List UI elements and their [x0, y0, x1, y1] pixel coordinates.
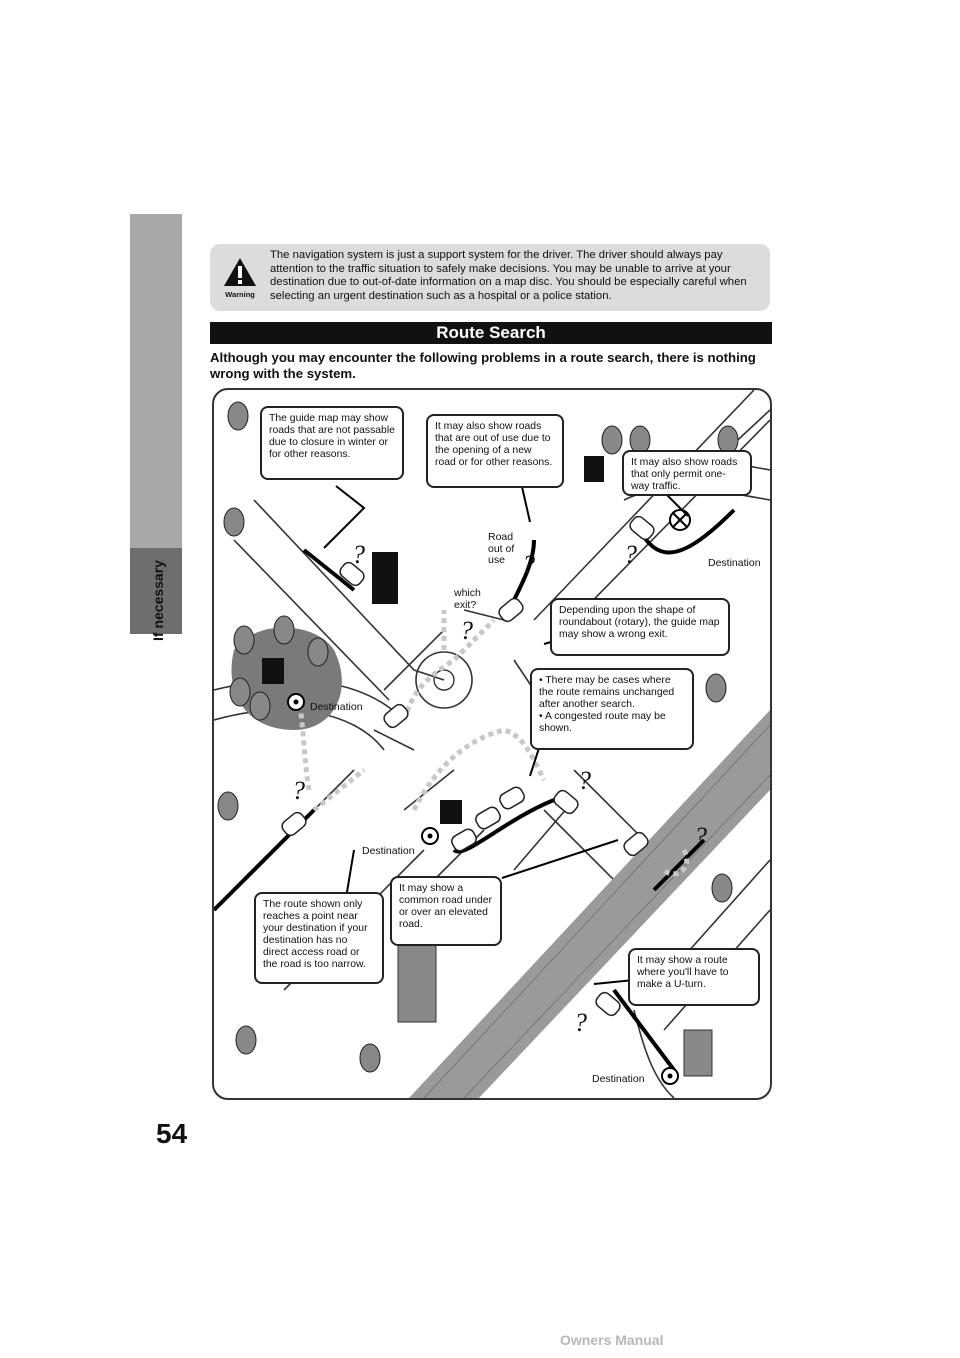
- callout-one-way: It may also show roads that only permit …: [622, 450, 752, 496]
- warning-text: The navigation system is just a support …: [270, 249, 747, 302]
- side-tab-label: If necessary: [150, 560, 166, 641]
- page-footer: Owners Manual: [560, 1332, 664, 1348]
- label-destination-oneway: Destination: [708, 557, 761, 569]
- callout-elevated: It may show a common road under or over …: [390, 876, 502, 946]
- callout-roundabout: Depending upon the shape of roundabout (…: [550, 598, 730, 656]
- question-mark: ?: [574, 1008, 587, 1037]
- question-mark: ?: [460, 616, 473, 645]
- page-number: 54: [156, 1118, 188, 1149]
- label-which-exit: which exit?: [454, 587, 481, 611]
- question-mark: ?: [694, 822, 707, 851]
- section-title: Route Search: [210, 322, 772, 344]
- section-intro: Although you may encounter the following…: [210, 350, 756, 381]
- callout-unchanged-line-2: • A congested route may be shown.: [539, 711, 666, 734]
- label-destination-uturn: Destination: [592, 1073, 645, 1085]
- map-drawing: [214, 390, 770, 1098]
- question-mark: ?: [624, 540, 637, 569]
- warning-icon-label: Warning: [225, 290, 255, 299]
- question-mark: ?: [292, 776, 305, 805]
- label-destination-park: Destination: [310, 701, 363, 713]
- warning-icon: Warning: [224, 258, 256, 299]
- question-mark: ?: [522, 550, 535, 579]
- label-destination-center: Destination: [362, 845, 415, 857]
- question-mark: ?: [352, 540, 365, 569]
- callout-near-point: The route shown only reaches a point nea…: [254, 892, 384, 984]
- callout-closed-roads: The guide map may show roads that are no…: [260, 406, 404, 480]
- callout-unchanged: • There may be cases where the route rem…: [530, 668, 694, 750]
- route-map-illustration: The guide map may show roads that are no…: [212, 388, 772, 1100]
- label-road-out-of-use: Road out of use: [488, 531, 515, 566]
- callout-unchanged-line-1: • There may be cases where the route rem…: [539, 675, 675, 710]
- warning-box: Warning The navigation system is just a …: [210, 244, 770, 311]
- callout-uturn: It may show a route where you'll have to…: [628, 948, 760, 1006]
- question-mark: ?: [578, 766, 591, 795]
- callout-out-of-use: It may also show roads that are out of u…: [426, 414, 564, 488]
- side-tab-marker: [130, 548, 182, 634]
